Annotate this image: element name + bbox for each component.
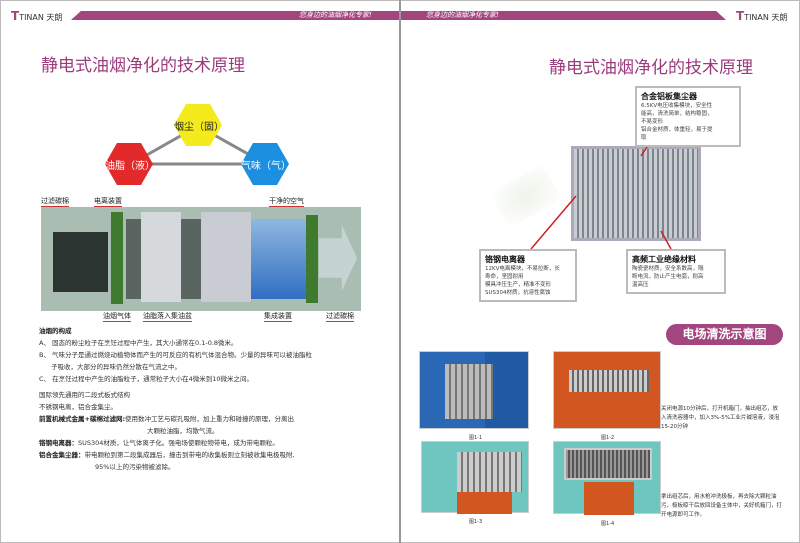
spec-line: 温高压 [632,282,649,288]
label-filter-top: 过滤碳棉 [41,197,69,207]
collector-label: 铝合金集尘器： [39,451,85,459]
page-fold [399,0,401,543]
brand-logo: TTINAN 天朗 [736,9,788,23]
spec-line: 寿命，坚固耐用 [485,274,524,280]
caption: 图1-1 [469,435,483,441]
outlet-filter [306,215,318,303]
spec-line: 不易变形 [641,119,664,125]
header-band [401,11,726,20]
purifier-diagram [41,207,361,311]
triangle-lines [125,124,272,166]
odor-hexagon: 气味（气） [241,143,289,185]
grease-hexagon: 油脂（液） [105,143,153,185]
clean-air-arrow [319,225,357,291]
spec-line: 12KV电离模块，不易拉断，长 [485,266,560,272]
spec-title: 合金铝板集尘器 [641,92,697,101]
structure-line: 国际领先通用的二段式板式结构 [39,391,130,399]
filter-label: 前置机械式金属+碳棉过滤网: [39,415,126,423]
callout-arrows [530,140,672,250]
ionizer-plates [141,212,181,302]
spec-line: 能高，清洗简单，结构稳固， [641,111,713,117]
brand-logo: TTINAN 天朗 [11,9,63,23]
collector-text: 95%以上的污染物被滤除。 [95,463,175,471]
spec-box: 高频工业绝缘材料 陶瓷瓷材质，安全系数高，隔断电流，防止产生电弧，耐高温高压 [626,249,726,294]
product-image [571,146,701,241]
structure-section: 国际领先通用的二段式板式结构 不锈钢电离，铝合金集尘。 前置机械式金属+碳棉过滤… [39,389,295,473]
composition-item: A、 固态的粉尘粒子在烹饪过程中产生，其大小通常在0.1-0.8微米。 [39,339,238,347]
caption: 图1-3 [469,519,483,525]
photo-1-4 [553,441,661,515]
spec-line: 6.5KV电压收集模块，安全性 [641,103,713,109]
label-ionizer: 电离装置 [94,197,122,207]
page-title: 静电式油烟净化的技术原理 [549,58,753,78]
cleaning-step-2: 拿出组芯后，用水枪冲洗极板，再去除大颗粒油污，极板晾干后放回设备主体中，关好机箱… [661,494,783,518]
section-title-pill: 电场清洗示意图 [666,324,783,345]
filter-panel [111,212,123,304]
ionizer-text: SUS304材质，让气体离子化。强电场使颗粒物带电，成为带电颗粒。 [78,439,279,447]
filter-text: 使用数冲工艺与碳孔吸附，加上重力和碰撞的原理，分离出 [125,415,295,423]
cleaning-step-1: 关闭电源10分钟后，打开机箱门，抽出组芯，放入清洗容器中，加入3%-5%工业片碱… [661,406,780,430]
photo-1-2 [553,351,661,429]
caption: 图1-2 [601,435,615,441]
right-page: 您身边的油烟净化专家! TTINAN 天朗 静电式油烟净化的技术原理 合金铝板集… [400,0,800,543]
composition-section: 油烟的构成 A、 固态的粉尘粒子在烹饪过程中产生，其大小通常在0.1-0.8微米… [39,325,312,385]
composition-heading: 油烟的构成 [39,327,72,335]
left-page: TTINAN 天朗 您身边的油烟净化专家! 静电式油烟净化的技术原理 烟尘（固）… [0,0,401,543]
label-oil-drop: 油脂落入集油盆 [143,312,192,322]
spec-title: 铬钢电离器 [485,255,525,264]
label-filter-bottom: 过滤碳棉 [326,312,354,322]
spec-line: 取 [641,135,647,141]
spec-box: 合金铝板集尘器 6.5KV电压收集模块，安全性能高，清洗简单，结构稳固， 不易变形… [635,86,741,147]
header-slogan: 您身边的油烟净化专家! [426,11,499,19]
spec-line: 铝合金材质，体重轻，易于提 [641,127,713,133]
caption: 图1-4 [601,521,615,527]
spec-line: 模具冲压生产，精准不变形 [485,282,552,288]
photo-1-1 [419,351,529,429]
page-title: 静电式油烟净化的技术原理 [41,56,245,76]
header-slogan: 您身边的油烟净化专家! [299,11,372,19]
label-clean-air: 干净的空气 [269,197,304,207]
structure-line: 不锈钢电离，铝合金集尘。 [39,403,117,411]
photo-1-3 [421,441,529,514]
spec-title: 高频工业绝缘材料 [632,255,696,264]
label-oil-gas: 油烟气体 [103,312,131,322]
ionizer-label: 铬钢电离器： [39,439,78,447]
composition-item: C、 在烹饪过程中产生的油脂粒子，通常粒子大小在4微米到10微米之间。 [39,375,254,383]
label-collector: 集成装置 [264,312,292,322]
spec-line: 断电流，防止产生电弧，耐高 [632,274,704,280]
collector-plates [201,212,251,302]
composition-item: 子吸收，大部分的异味仍然分散在气流之中。 [51,363,181,371]
composition-item: B、 气味分子是通过燃烧动植物体而产生的可反应的有机气体混合物。少量的异味可以被… [39,351,313,359]
dust-hexagon: 烟尘（固） [174,104,222,146]
spec-line: SUS304材质，抗溶性腐蚀 [485,290,551,296]
collector-block [251,219,306,299]
filter-text: 大颗粒油脂，均散气流。 [147,427,219,435]
spec-box: 铬钢电离器 12KV电离模块，不易拉断，长寿命，坚固耐用模具冲压生产，精准不变形… [479,249,577,302]
collector-text: 带电颗粒到第二段集成器后，撞击到带电的收集板则立刻被收集电极吸附, [84,451,295,459]
spec-line: 陶瓷瓷材质，安全系数高，隔 [632,266,704,272]
inlet-block [53,232,108,292]
header-band [71,11,401,20]
